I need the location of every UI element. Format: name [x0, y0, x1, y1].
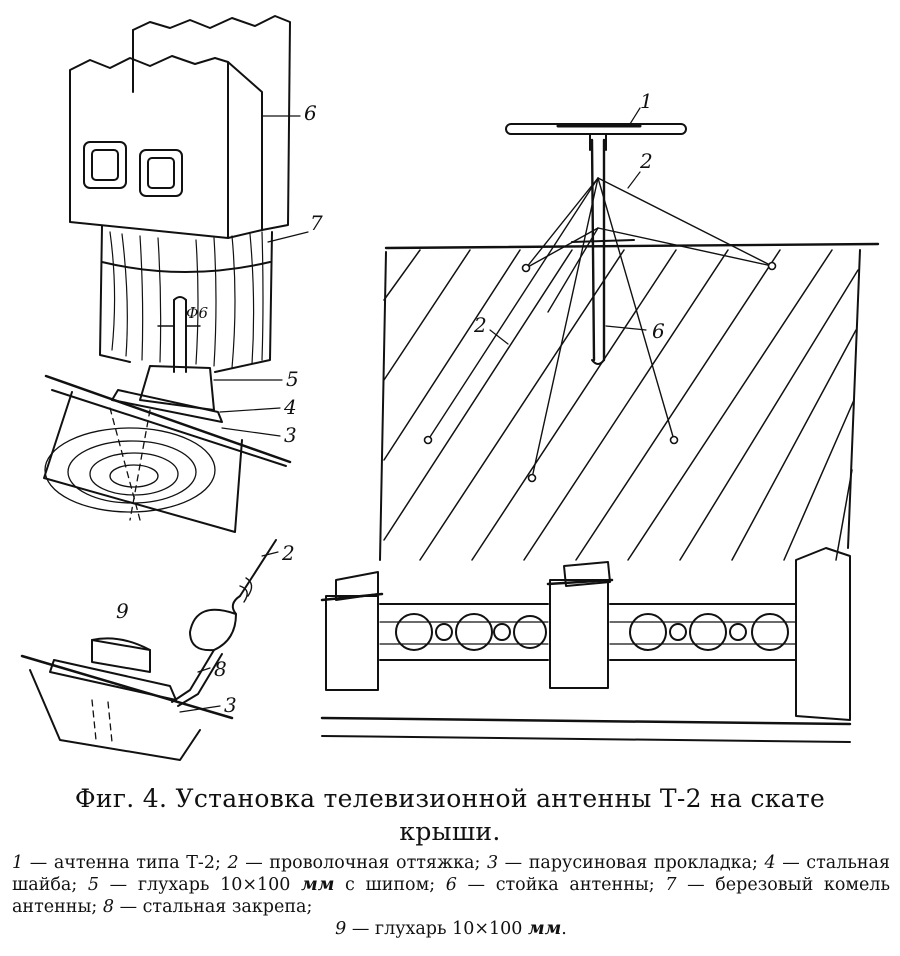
label-bore-diameter: Ф6: [186, 304, 208, 322]
figure-illustration: 1 2 2 6 6 7 Ф6 5 4 3 2 9 8 3: [20, 15, 880, 761]
label-lag-screw: 5: [286, 367, 299, 391]
label-guy-wire-upper: 2: [639, 149, 653, 173]
legend-item-7: 7 — березовый комель антенны;: [12, 875, 890, 917]
figure-legend: 1 — ачтенна типа Т-2; 2 — проволочная от…: [12, 852, 890, 940]
legend-item-6: 6 — стойка антенны;: [445, 875, 666, 895]
label-mast-right: 6: [652, 319, 665, 343]
label-washer: 4: [283, 395, 297, 419]
label-butt: 7: [310, 211, 323, 235]
mast-base-detail: [43, 15, 309, 533]
legend-item-5: 5 — глухарь 10×100 мм с шипом;: [87, 875, 446, 895]
label-clamp-clip: 8: [214, 657, 227, 681]
legend-item-9: 9 — глухарь 10×100 мм.: [335, 919, 567, 939]
label-clamp-lag: 9: [116, 599, 129, 623]
label-antenna: 1: [640, 89, 653, 113]
legend-item-1: 1 — ачтенна типа Т-2;: [12, 853, 228, 873]
legend-item-3: 3 — парусиновая прокладка;: [486, 853, 765, 873]
clamp-detail: [20, 539, 279, 761]
roof-installation: [320, 107, 880, 743]
legend-item-4: 4 — стальная шайба;: [12, 853, 890, 895]
legend-item-8: 8 — стальная закрепа;: [102, 897, 313, 917]
caption-title-line-1: Фиг. 4. Установка телевизионной антенны …: [74, 784, 826, 813]
label-clamp-wire: 2: [281, 541, 295, 565]
figure-caption-title: Фиг. 4. Установка телевизионной антенны …: [0, 782, 900, 848]
caption-title-line-2: крыши.: [399, 817, 501, 846]
label-post: 6: [304, 101, 317, 125]
label-guy-wire-left: 2: [473, 313, 487, 337]
legend-item-2: 2 — проволочная оттяжка;: [227, 853, 487, 873]
label-pad: 3: [284, 423, 297, 447]
label-clamp-pad: 3: [224, 693, 237, 717]
